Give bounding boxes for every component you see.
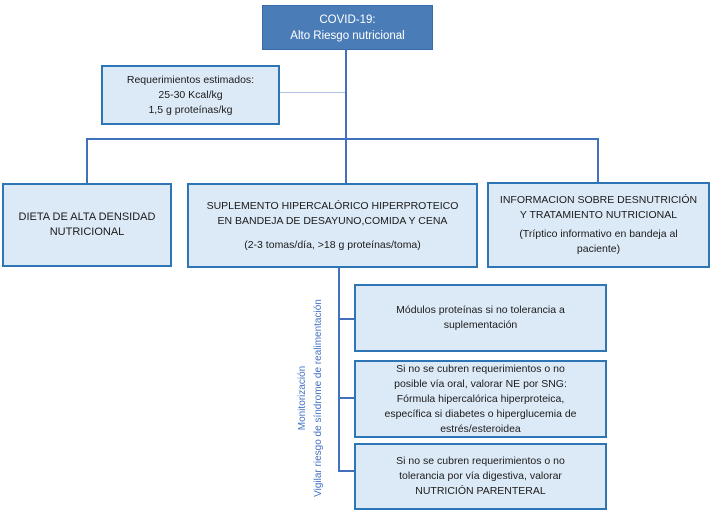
node-supplement: SUPLEMENTO HIPERCALÓRICO HIPERPROTEICO E… [187, 183, 478, 268]
node-information-title-line: Y TRATAMIENTO NUTRICIONAL [519, 209, 678, 221]
connector-branch-horizontal [86, 138, 599, 140]
node-information-detail-line: paciente) [576, 243, 621, 255]
connector-requirements-horizontal [280, 92, 345, 93]
node-information-title-line: INFORMACION SOBRE DESNUTRICIÓN [499, 194, 698, 206]
node-protein-modules: Módulos proteínas si no tolerancia a sup… [354, 284, 607, 352]
node-enteral-line: Fórmula hipercalórica hiperproteica, [396, 392, 565, 405]
node-supplement-title-line: SUPLEMENTO HIPERCALÓRICO HIPERPROTEICO [206, 199, 459, 212]
node-enteral-nutrition: Si no se cubren requerimientos o no posi… [354, 360, 607, 438]
connector-left-drop [86, 140, 88, 183]
node-protein-modules-line: Módulos proteínas si no tolerancia a [396, 304, 565, 316]
node-supplement-title-line: EN BANDEJA DE DESAYUNO,COMIDA Y CENA [217, 214, 448, 227]
node-parenteral-nutrition: Si no se cubren requerimientos o no tole… [354, 443, 607, 510]
node-covid-root: COVID-19: Alto Riesgo nutricional [262, 5, 433, 50]
connector-root-vertical [345, 50, 347, 183]
node-enteral-line: posible vía oral, valorar NE por SNG: [394, 377, 567, 390]
node-supplement-detail: (2-3 tomas/día, >18 g proteínas/toma) [244, 238, 421, 251]
node-information: INFORMACION SOBRE DESNUTRICIÓN Y TRATAMI… [487, 182, 710, 268]
node-protein-modules-line: suplementación [443, 319, 518, 331]
node-diet-line: DIETA DE ALTA DENSIDAD [18, 211, 156, 223]
node-parenteral-line: Si no se cubren requerimientos o no [396, 455, 565, 467]
monitoring-side-label-line: Vigilar riesgo de síndrome de realimenta… [313, 299, 324, 497]
connector-trunk-vertical [338, 268, 340, 472]
node-requirements-line: Requerimientos estimados: [126, 73, 255, 86]
connector-stub-enteral [340, 397, 354, 399]
node-parenteral-line: NUTRICIÓN PARENTERAL [415, 485, 546, 497]
node-parenteral-line: tolerancia por vía digestiva, valorar [399, 470, 562, 482]
node-enteral-line: estrés/esteroidea [440, 422, 521, 435]
node-requirements-line: 25-30 Kcal/kg [158, 88, 223, 101]
node-requirements-line: 1,5 g proteínas/kg [148, 103, 233, 116]
connector-stub-parenteral [340, 470, 354, 472]
connector-stub-protein-modules [340, 318, 354, 320]
node-enteral-line: específica si diabetes o hiperglucemia d… [384, 407, 577, 420]
monitoring-side-label-line: Monitorización [297, 365, 308, 431]
node-diet: DIETA DE ALTA DENSIDAD NUTRICIONAL [2, 183, 172, 267]
node-information-detail-line: (Tríptico informativo en bandeja al [519, 228, 678, 240]
monitoring-side-label: Monitorización Vigilar riesgo de síndrom… [295, 282, 329, 514]
node-enteral-line: Si no se cubren requerimientos o no [396, 362, 565, 375]
node-covid-root-line: Alto Riesgo nutricional [290, 29, 405, 42]
connector-right-drop [597, 140, 599, 182]
node-requirements: Requerimientos estimados: 25-30 Kcal/kg … [101, 65, 280, 125]
node-diet-line: NUTRICIONAL [49, 226, 125, 238]
node-covid-root-line: COVID-19: [319, 13, 376, 26]
